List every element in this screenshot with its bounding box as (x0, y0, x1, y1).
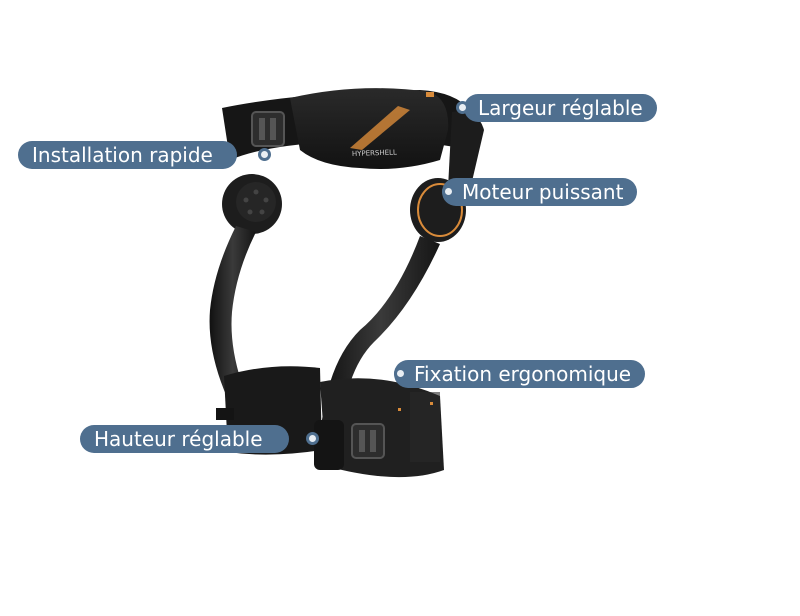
dot-marker-icon (258, 148, 271, 161)
dot-marker-icon (442, 185, 455, 198)
label-motor-text: Moteur puissant (462, 180, 624, 204)
label-motor: Moteur puissant (442, 178, 638, 206)
pad-accent-stripe (350, 106, 410, 150)
pad-accent-dot (426, 92, 434, 97)
buckle-top (251, 111, 285, 147)
dot-marker-icon (306, 432, 319, 445)
label-fixation-text: Fixation ergonomique (414, 362, 632, 386)
dot-marker-icon (456, 101, 469, 114)
left-strut (209, 226, 256, 420)
cuff-accent-dot (398, 408, 401, 411)
right-strut (322, 236, 440, 422)
label-install-text: Installation rapide (32, 143, 213, 167)
right-width-arm (448, 111, 484, 190)
dot-marker-icon (394, 367, 407, 380)
buckle-bottom (351, 423, 385, 459)
label-width: Largeur réglable (464, 94, 657, 122)
label-height: Hauteur réglable (80, 425, 289, 453)
label-width-text: Largeur réglable (478, 96, 643, 120)
waist-pad (290, 88, 449, 169)
label-fixation: Fixation ergonomique (394, 360, 646, 388)
label-height-text: Hauteur réglable (94, 427, 263, 451)
brand-mark: HYPERSHELL (352, 148, 397, 158)
label-install: Installation rapide (18, 141, 237, 169)
